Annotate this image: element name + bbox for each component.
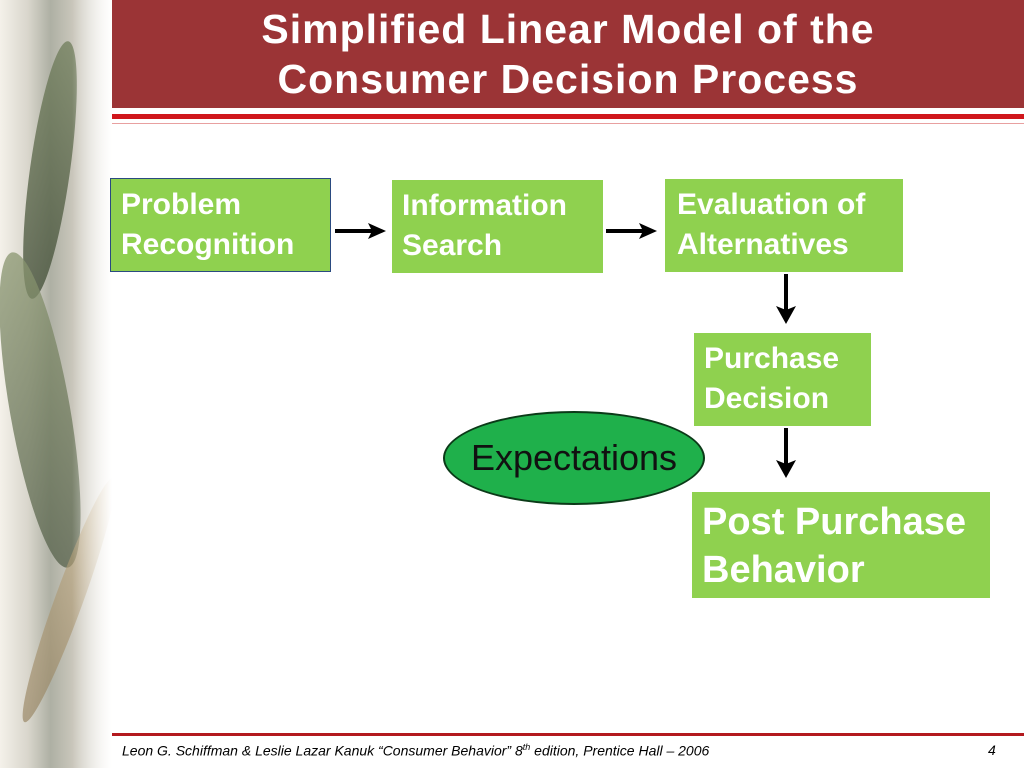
title-underline bbox=[112, 114, 1024, 119]
slide-title-line-1: Simplified Linear Model of the bbox=[261, 6, 875, 52]
arrow-purchase-to-post bbox=[776, 428, 796, 478]
node-label-line-2: Alternatives bbox=[677, 228, 849, 261]
node-label-line-1: Evaluation of bbox=[677, 188, 866, 221]
node-purchase-decision: Purchase Decision bbox=[694, 333, 871, 426]
node-problem-recognition: Problem Recognition bbox=[110, 178, 331, 272]
node-label-line-1: Problem bbox=[121, 188, 242, 221]
footer-rule bbox=[112, 733, 1024, 736]
node-information-search: Information Search bbox=[392, 180, 603, 273]
citation-main: Leon G. Schiffman & Leslie Lazar Kanuk “… bbox=[122, 742, 523, 759]
node-label-line-1: Information bbox=[402, 189, 567, 222]
citation-tail: edition, Prentice Hall – 2006 bbox=[530, 742, 710, 759]
expectations-ellipse: Expectations bbox=[443, 411, 705, 505]
decorative-side-image bbox=[0, 0, 112, 768]
node-evaluation-of-alternatives: Evaluation of Alternatives bbox=[665, 179, 903, 272]
node-label-line-2: Behavior bbox=[702, 549, 865, 591]
node-label-line-2: Decision bbox=[704, 382, 830, 415]
arrow-problem-to-search bbox=[335, 223, 386, 239]
arrow-evaluation-to-purchase bbox=[776, 274, 796, 324]
ellipse-label: Expectations bbox=[470, 437, 678, 478]
slide-title-line-2: Consumer Decision Process bbox=[277, 56, 859, 102]
citation-superscript: th bbox=[522, 742, 531, 752]
title-underline-thin bbox=[112, 123, 1024, 124]
node-label-line-1: Post Purchase bbox=[702, 501, 966, 543]
page-number: 4 bbox=[988, 742, 996, 758]
node-post-purchase-behavior: Post Purchase Behavior bbox=[692, 492, 990, 598]
arrow-search-to-evaluation bbox=[606, 223, 657, 239]
footer-citation: Leon G. Schiffman & Leslie Lazar Kanuk “… bbox=[122, 742, 709, 759]
node-label-line-1: Purchase bbox=[704, 342, 840, 375]
title-bar: Simplified Linear Model of the Consumer … bbox=[112, 0, 1024, 108]
node-label-line-2: Recognition bbox=[121, 228, 295, 261]
node-label-line-2: Search bbox=[402, 229, 503, 262]
